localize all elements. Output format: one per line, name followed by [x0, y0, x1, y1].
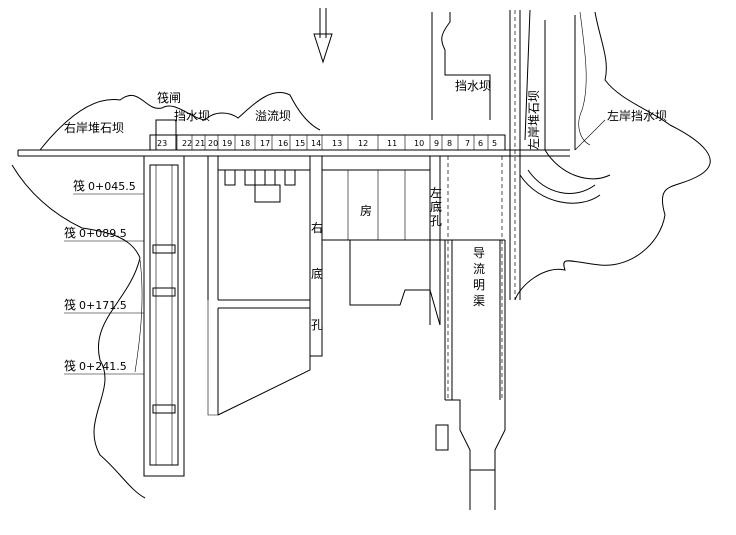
- label-left-rockfill-dam: 左岸堆石坝: [526, 90, 541, 150]
- block-number: 19: [222, 139, 232, 148]
- chainage-prefix: 筏: [64, 226, 76, 240]
- left-bank-slope: [578, 11, 591, 146]
- left-channel-walls: [431, 9, 611, 300]
- block-number: 8: [447, 139, 452, 148]
- label-char: 孔: [430, 214, 442, 228]
- block-number: 17: [260, 139, 270, 148]
- block-number: 12: [358, 139, 368, 148]
- label-char: 左: [430, 185, 442, 200]
- chainage-underlines: [64, 193, 144, 375]
- block-number: 22: [182, 139, 192, 148]
- block-number: 10: [414, 139, 424, 148]
- left-bottom-outlet-channel: [429, 156, 441, 325]
- label-spillway-dam: 溢流坝: [255, 109, 291, 123]
- label-retaining-dam-1: 挡水坝: [174, 109, 210, 123]
- block-number: 6: [478, 139, 483, 148]
- fa-zha-gate-2: [152, 287, 176, 297]
- block-number: 23: [157, 139, 167, 148]
- fa-zha-head: [155, 119, 177, 151]
- label-powerhouse: 房: [360, 203, 372, 218]
- label-fa-zha: 筏闸: [157, 91, 181, 105]
- label-char: 导: [473, 246, 485, 260]
- block-number: 7: [465, 139, 470, 148]
- chainage-prefix: 筏: [64, 359, 76, 373]
- chainage-value: 0+171.5: [79, 299, 127, 312]
- block-number: 15: [295, 139, 305, 148]
- chainage-1: 筏 0+045.5: [73, 179, 136, 193]
- right-bottom-outlet-channel: [309, 155, 323, 357]
- right-bank-slope: [134, 259, 143, 373]
- dam-block-strip: [149, 134, 506, 151]
- leader-left-retaining-dam: [574, 119, 606, 151]
- fa-zha-lock-outer: [143, 155, 185, 477]
- down-arrow-icon: [313, 8, 333, 64]
- chainage-prefix: 筏: [73, 179, 85, 193]
- label-char: 底: [430, 199, 442, 214]
- block-number: 13: [332, 139, 342, 148]
- block-numbers: 23 22 21 20 19 18 17 16 15 14 13 12 11 1…: [157, 139, 497, 148]
- chainage-4: 筏 0+241.5: [64, 359, 127, 373]
- powerhouse-units: [347, 170, 406, 240]
- label-retaining-dam-2: 挡水坝: [455, 79, 491, 93]
- label-diversion-channel: 导 流 明 渠: [473, 246, 485, 308]
- label-left-retaining-dam: 左岸挡水坝: [607, 108, 667, 123]
- label-left-bottom-outlet: 左 底 孔: [430, 185, 442, 228]
- block-number: 5: [492, 139, 497, 148]
- spillway-piers: [207, 156, 310, 300]
- label-char: 渠: [473, 294, 485, 308]
- label-right-rockfill-dam: 右岸堆石坝: [64, 120, 124, 135]
- spillway-apron: [217, 299, 311, 416]
- right-bank-contour: [39, 92, 321, 151]
- block-number: 9: [434, 139, 439, 148]
- right-bank-lower-terrain: [11, 164, 146, 499]
- label-char: 右: [311, 220, 323, 235]
- fa-zha-lock-walls: [155, 165, 173, 465]
- diversion-channel-dash: [447, 156, 503, 400]
- block-number: 11: [387, 139, 397, 148]
- fa-zha-lock-chamber: [149, 164, 179, 466]
- label-char: 孔: [311, 318, 323, 332]
- chainage-3: 筏 0+171.5: [64, 298, 127, 312]
- powerhouse-block: [321, 169, 431, 241]
- label-char: 底: [311, 266, 323, 281]
- block-number: 21: [195, 139, 205, 148]
- label-char: 明: [473, 278, 485, 292]
- dam-axis-line: [17, 149, 570, 157]
- chainage-value: 0+241.5: [79, 360, 127, 373]
- label-right-bottom-outlet: 右 底 孔: [311, 220, 323, 332]
- spillway-energy-dissipator: [207, 300, 218, 416]
- left-bank-contour: [514, 11, 711, 301]
- diversion-outlet: [435, 424, 495, 471]
- block-dividers: [176, 135, 489, 150]
- block-number: 20: [208, 139, 218, 148]
- block-number: 16: [278, 139, 288, 148]
- block-number: 18: [240, 139, 250, 148]
- diversion-channel-walls: [444, 240, 506, 510]
- spillway-bucket: [254, 184, 281, 203]
- tailrace: [322, 239, 505, 326]
- chainage-value: 0+089.5: [79, 227, 127, 240]
- fa-zha-gate-3: [152, 404, 176, 414]
- left-abutment-curve: [519, 169, 601, 204]
- block-number: 14: [311, 139, 321, 148]
- chainage-value: 0+045.5: [88, 180, 136, 193]
- chainage-2: 筏 0+089.5: [64, 226, 127, 240]
- chainage-prefix: 筏: [64, 298, 76, 312]
- label-char: 流: [473, 262, 485, 276]
- fa-zha-gate-1: [152, 244, 176, 254]
